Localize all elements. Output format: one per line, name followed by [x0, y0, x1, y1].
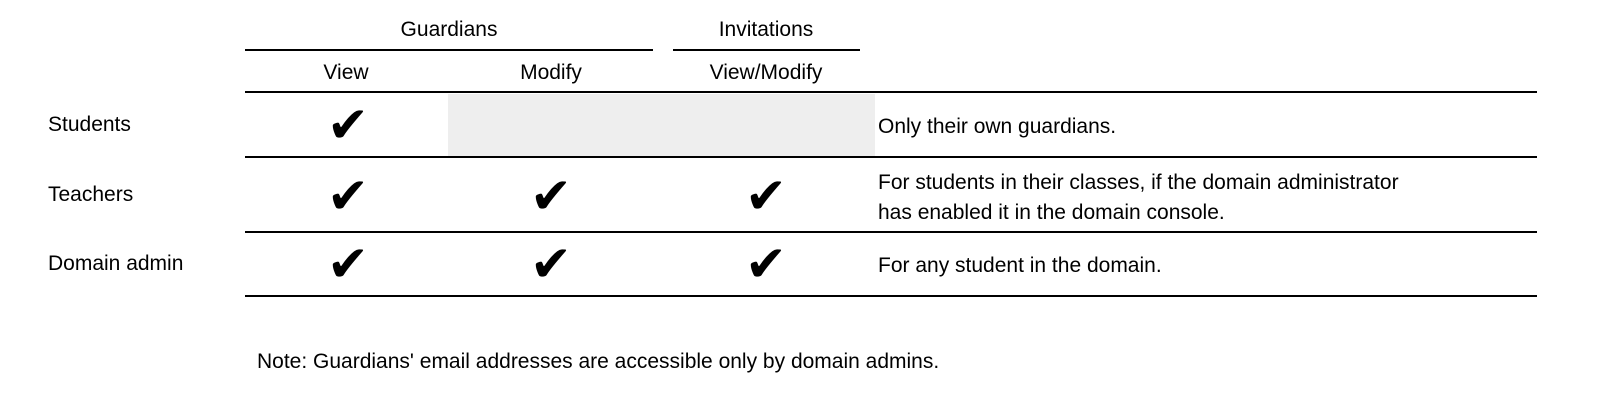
- row-label-students: Students: [48, 113, 131, 136]
- students-row-rule: [245, 156, 1537, 158]
- note-line: has enabled it in the domain console.: [878, 201, 1225, 224]
- column-header-modify: Modify: [520, 61, 582, 84]
- footnote: Note: Guardians' email addresses are acc…: [257, 350, 940, 373]
- check-icon: ✔: [745, 167, 787, 225]
- column-header-view-modify: View/Modify: [709, 61, 823, 84]
- row-label-teachers: Teachers: [48, 183, 134, 206]
- note-line: For students in their classes, if the do…: [878, 171, 1399, 194]
- column-header-view: View: [323, 61, 369, 84]
- guardians-group-underline: [245, 49, 653, 51]
- row-note: For students in their classes, if the do…: [878, 168, 1399, 228]
- row-note: Only their own guardians.: [878, 112, 1116, 142]
- note-line: Only their own guardians.: [878, 115, 1117, 138]
- row-note: For any student in the domain.: [878, 251, 1162, 281]
- check-icon: ✔: [530, 167, 572, 225]
- check-icon: ✔: [327, 235, 369, 293]
- header-bottom-rule: [245, 91, 1537, 93]
- column-group-invitations: Invitations: [718, 18, 814, 41]
- check-icon: ✔: [745, 235, 787, 293]
- check-icon: ✔: [327, 167, 369, 225]
- column-group-guardians: Guardians: [400, 18, 498, 41]
- domain-admin-row-rule: [245, 295, 1537, 297]
- row-label-domain-admin: Domain admin: [48, 252, 184, 275]
- shaded-cell: [448, 94, 875, 156]
- teachers-row-rule: [245, 231, 1537, 233]
- check-icon: ✔: [327, 96, 369, 154]
- invitations-group-underline: [673, 49, 860, 51]
- check-icon: ✔: [530, 235, 572, 293]
- note-line: For any student in the domain.: [878, 254, 1162, 277]
